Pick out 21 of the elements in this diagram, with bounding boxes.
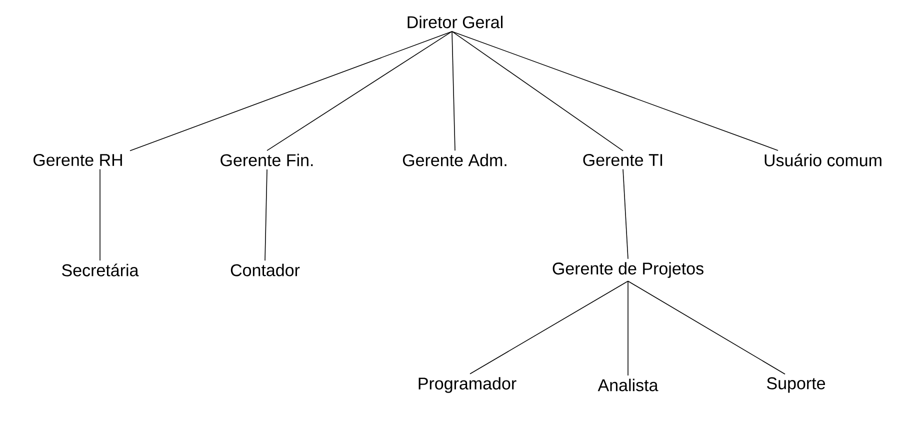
org-label: Secretária xyxy=(62,264,139,276)
org-label: Gerente TI xyxy=(583,154,662,166)
connector-line xyxy=(452,31,778,151)
connector-line xyxy=(264,169,268,261)
org-label: Gerente Fin. xyxy=(220,154,313,166)
org-label: Analista xyxy=(598,378,658,392)
connector-line xyxy=(452,31,624,152)
org-label: Gerente de Projetos xyxy=(552,262,704,278)
connector-line xyxy=(470,280,628,374)
connector-line xyxy=(452,31,456,151)
connector-line xyxy=(622,168,628,260)
org-label: Suporte xyxy=(767,377,826,393)
connector-line xyxy=(130,31,452,152)
org-label: Programador xyxy=(418,377,516,393)
org-label: Usuário comum xyxy=(764,154,882,166)
org-label: Gerente RH xyxy=(34,154,122,166)
org-label: Contador xyxy=(230,264,300,276)
org-label: Gerente Adm. xyxy=(402,154,506,166)
connector-line xyxy=(628,280,786,374)
connector-line xyxy=(266,31,452,151)
org-label: Diretor Geral xyxy=(408,16,502,28)
